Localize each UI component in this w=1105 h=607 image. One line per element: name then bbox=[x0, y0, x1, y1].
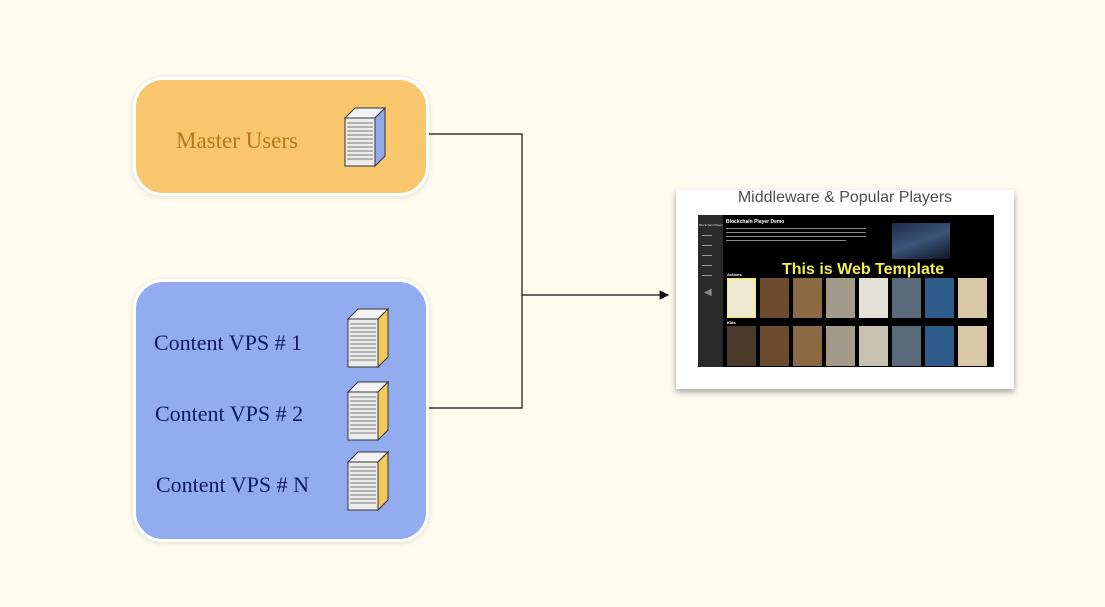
description-text-line bbox=[726, 240, 846, 241]
movie-poster[interactable] bbox=[892, 326, 921, 366]
description-text-line bbox=[726, 232, 866, 233]
vps-label-1: Content VPS # 1 bbox=[154, 330, 303, 355]
movie-poster[interactable] bbox=[925, 278, 954, 318]
web-template-screenshot: Blockchain Player ◀ Blockchain Player De… bbox=[698, 215, 994, 367]
movie-poster[interactable] bbox=[892, 278, 921, 318]
server-icon bbox=[346, 380, 390, 442]
menu-line bbox=[702, 265, 712, 266]
movie-poster[interactable] bbox=[859, 278, 888, 318]
movie-poster[interactable] bbox=[826, 326, 855, 366]
movie-poster[interactable] bbox=[859, 326, 888, 366]
server-icon bbox=[346, 450, 390, 512]
server-icon bbox=[343, 106, 387, 168]
master-users-box: Master Users bbox=[133, 77, 429, 196]
web-template-overlay: This is Web Template bbox=[782, 261, 945, 278]
movie-poster[interactable] bbox=[793, 326, 822, 366]
movie-poster[interactable] bbox=[793, 278, 822, 318]
vps-label-2: Content VPS # 2 bbox=[155, 401, 304, 426]
movie-poster[interactable] bbox=[958, 278, 987, 318]
vps-label-n: Content VPS # N bbox=[156, 472, 310, 497]
panel-title: Middleware & Popular Players bbox=[737, 189, 953, 206]
description-text-line bbox=[726, 228, 866, 229]
movie-poster[interactable] bbox=[727, 326, 756, 366]
movie-poster[interactable] bbox=[925, 326, 954, 366]
menu-line bbox=[702, 235, 712, 236]
back-arrow-icon: ◀ bbox=[704, 287, 712, 298]
master-users-label: Master Users bbox=[176, 128, 298, 153]
movie-poster[interactable] bbox=[826, 278, 855, 318]
description-text-line bbox=[726, 236, 866, 237]
player-app-name: Blockchain Player bbox=[699, 223, 723, 227]
vps-connector bbox=[426, 295, 523, 409]
middleware-panel: Middleware & Popular Players Blockchain … bbox=[676, 189, 1014, 389]
menu-line bbox=[702, 255, 712, 256]
master-connector bbox=[426, 133, 523, 295]
movie-poster[interactable] bbox=[727, 278, 756, 318]
player-sidebar: Blockchain Player ◀ bbox=[698, 215, 723, 367]
movie-poster[interactable] bbox=[958, 326, 987, 366]
player-heading: Blockchain Player Demo bbox=[726, 219, 785, 225]
menu-line bbox=[702, 245, 712, 246]
menu-line bbox=[702, 275, 712, 276]
movie-poster[interactable] bbox=[760, 326, 789, 366]
hero-image bbox=[892, 223, 950, 259]
row-label-kids: Kids bbox=[727, 320, 736, 325]
content-vps-box: Content VPS # 1 Content VPS # 2 Content … bbox=[133, 279, 429, 542]
server-icon bbox=[346, 307, 390, 369]
row-label-actions: Actions bbox=[727, 272, 742, 277]
movie-poster[interactable] bbox=[760, 278, 789, 318]
